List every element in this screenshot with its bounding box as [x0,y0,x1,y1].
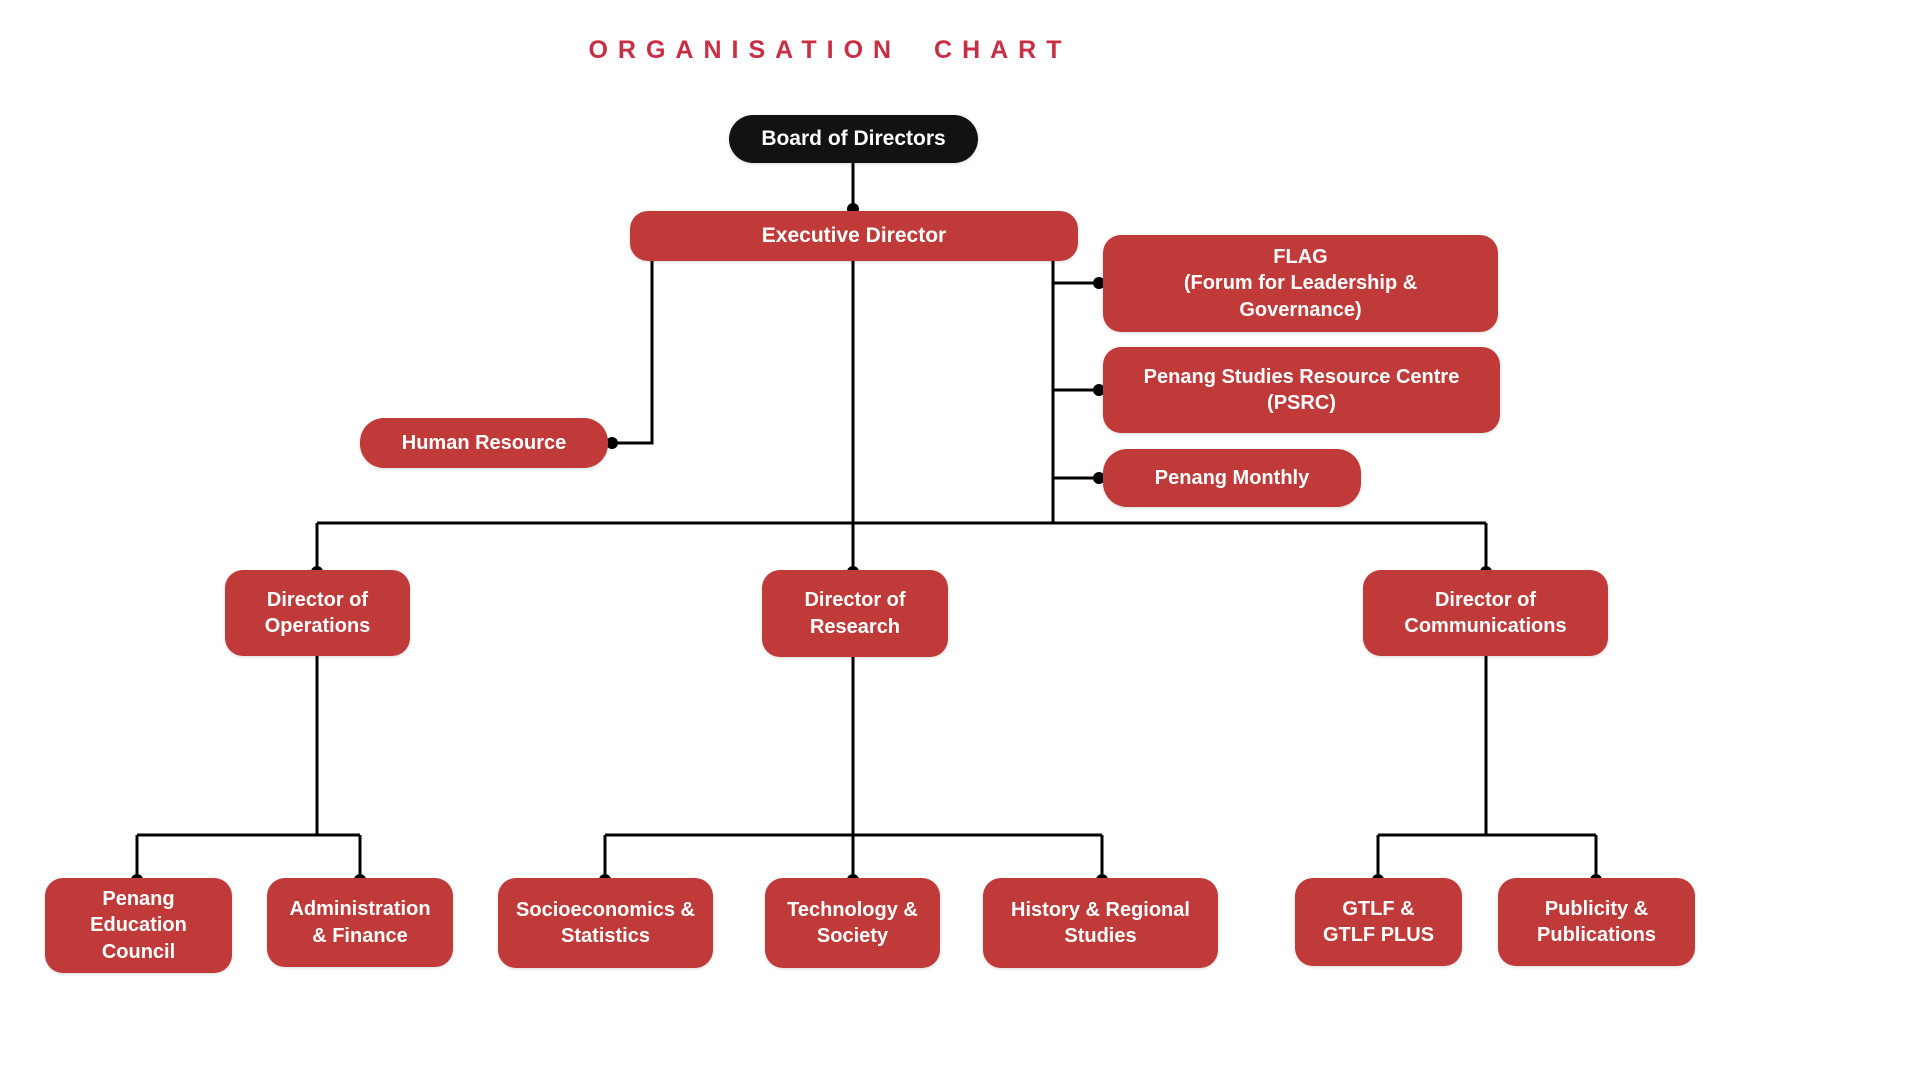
node-history-regional-studies: History & Regional Studies [983,878,1218,968]
page-title: ORGANISATION CHART [588,36,1072,64]
node-penang-education-council: Penang Education Council [45,878,232,973]
connector-research-subtree [603,657,1104,878]
node-flag: FLAG (Forum for Leadership & Governance) [1103,235,1498,332]
node-director-communications: Director of Communications [1363,570,1608,656]
connector-ops-subtree [135,656,362,878]
connector-comms-subtree [1376,656,1598,878]
node-director-research: Director of Research [762,570,948,657]
node-director-operations: Director of Operations [225,570,410,656]
node-executive-director: Executive Director [630,211,1078,261]
node-gtlf: GTLF & GTLF PLUS [1295,878,1462,966]
node-board-of-directors: Board of Directors [729,115,978,163]
node-penang-monthly: Penang Monthly [1103,449,1361,507]
node-technology-society: Technology & Society [765,878,940,968]
node-psrc: Penang Studies Resource Centre (PSRC) [1103,347,1500,433]
node-administration-finance: Administration & Finance [267,878,453,967]
node-human-resource: Human Resource [360,418,608,468]
node-socioeconomics-statistics: Socioeconomics & Statistics [498,878,713,968]
node-publicity-publications: Publicity & Publications [1498,878,1695,966]
connector-executive-to-hr [610,261,654,445]
